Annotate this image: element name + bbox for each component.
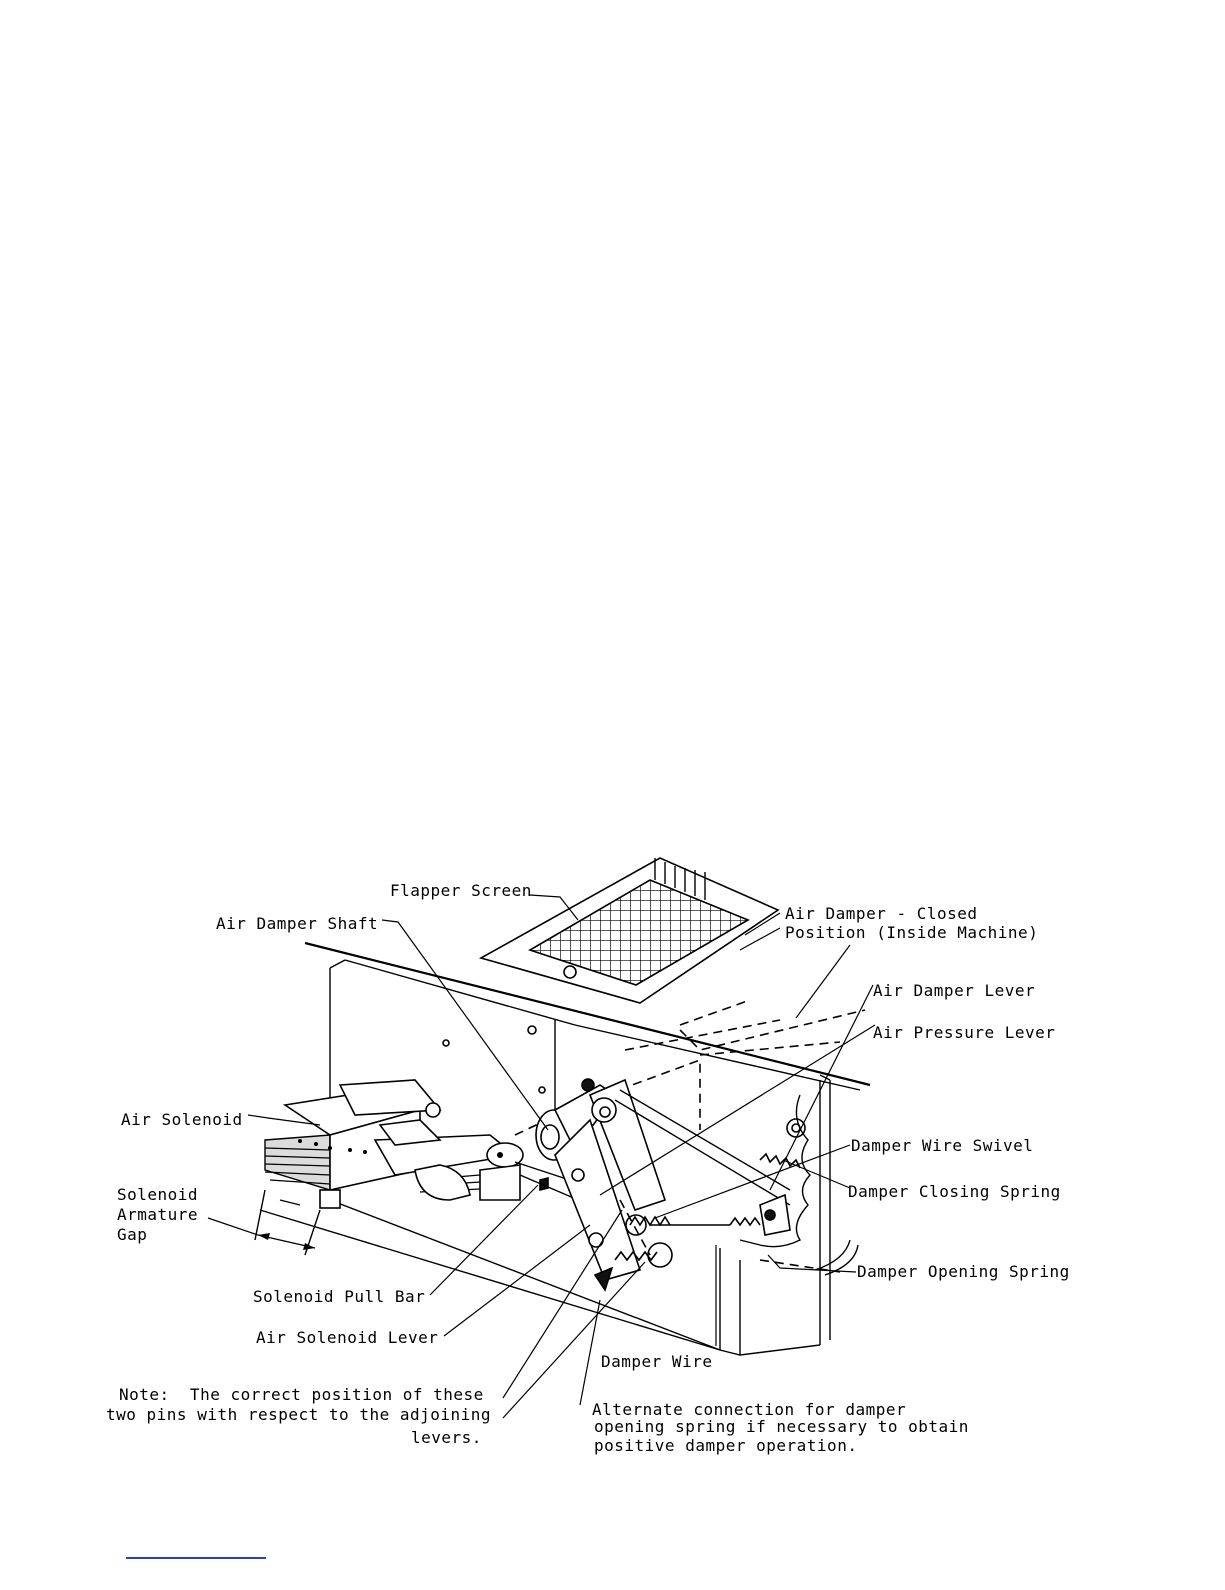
label-air-damper-closed-1: Air Damper - Closed <box>785 904 978 923</box>
label-damper-closing-spring: Damper Closing Spring <box>848 1182 1061 1201</box>
label-damper-wire: Damper Wire <box>601 1352 713 1371</box>
note-line-2: two pins with respect to the adjoining <box>106 1405 492 1424</box>
label-air-damper-shaft: Air Damper Shaft <box>216 914 379 933</box>
note-line-3: levers. <box>411 1428 482 1447</box>
label-air-damper-closed-2: Position (Inside Machine) <box>785 923 1039 942</box>
label-air-damper-lever: Air Damper Lever <box>873 981 1036 1000</box>
damper-closing-spring-coil <box>759 1152 801 1169</box>
damper-wire-tail-2 <box>824 1244 859 1276</box>
label-solenoid-armature-gap-1: Solenoid <box>117 1185 199 1204</box>
label-air-solenoid-lever: Air Solenoid Lever <box>256 1328 439 1347</box>
lever-assembly <box>535 1078 791 1292</box>
alternate-line-1: Alternate connection for damper <box>592 1400 907 1419</box>
label-air-pressure-lever: Air Pressure Lever <box>873 1023 1056 1042</box>
solenoid-pull-bar <box>373 1119 601 1206</box>
label-flapper-screen: Flapper Screen <box>390 881 532 900</box>
label-damper-opening-spring: Damper Opening Spring <box>857 1262 1070 1281</box>
label-air-solenoid: Air Solenoid <box>121 1110 243 1129</box>
label-solenoid-pull-bar: Solenoid Pull Bar <box>253 1287 426 1306</box>
note-line-1: Note: The correct position of these <box>119 1385 484 1404</box>
label-damper-wire-swivel: Damper Wire Swivel <box>851 1136 1034 1155</box>
alternate-line-3: positive damper operation. <box>594 1436 858 1455</box>
springs <box>614 1118 806 1268</box>
label-solenoid-armature-gap-2: Armature <box>117 1205 199 1224</box>
leader-lines <box>207 894 876 1419</box>
alternate-line-2: opening spring if necessary to obtain <box>594 1417 969 1436</box>
damper-wire <box>739 1094 811 1248</box>
armature-gap-dimension <box>254 1189 321 1256</box>
label-solenoid-armature-gap-3: Gap <box>117 1225 148 1244</box>
air-damper-shaft-line <box>304 941 871 1087</box>
bottom-rule <box>126 1557 266 1559</box>
flapper-screen <box>478 857 780 1004</box>
damper-wire-tail <box>814 1239 851 1271</box>
damper-opening-spring-coil <box>629 1215 671 1227</box>
